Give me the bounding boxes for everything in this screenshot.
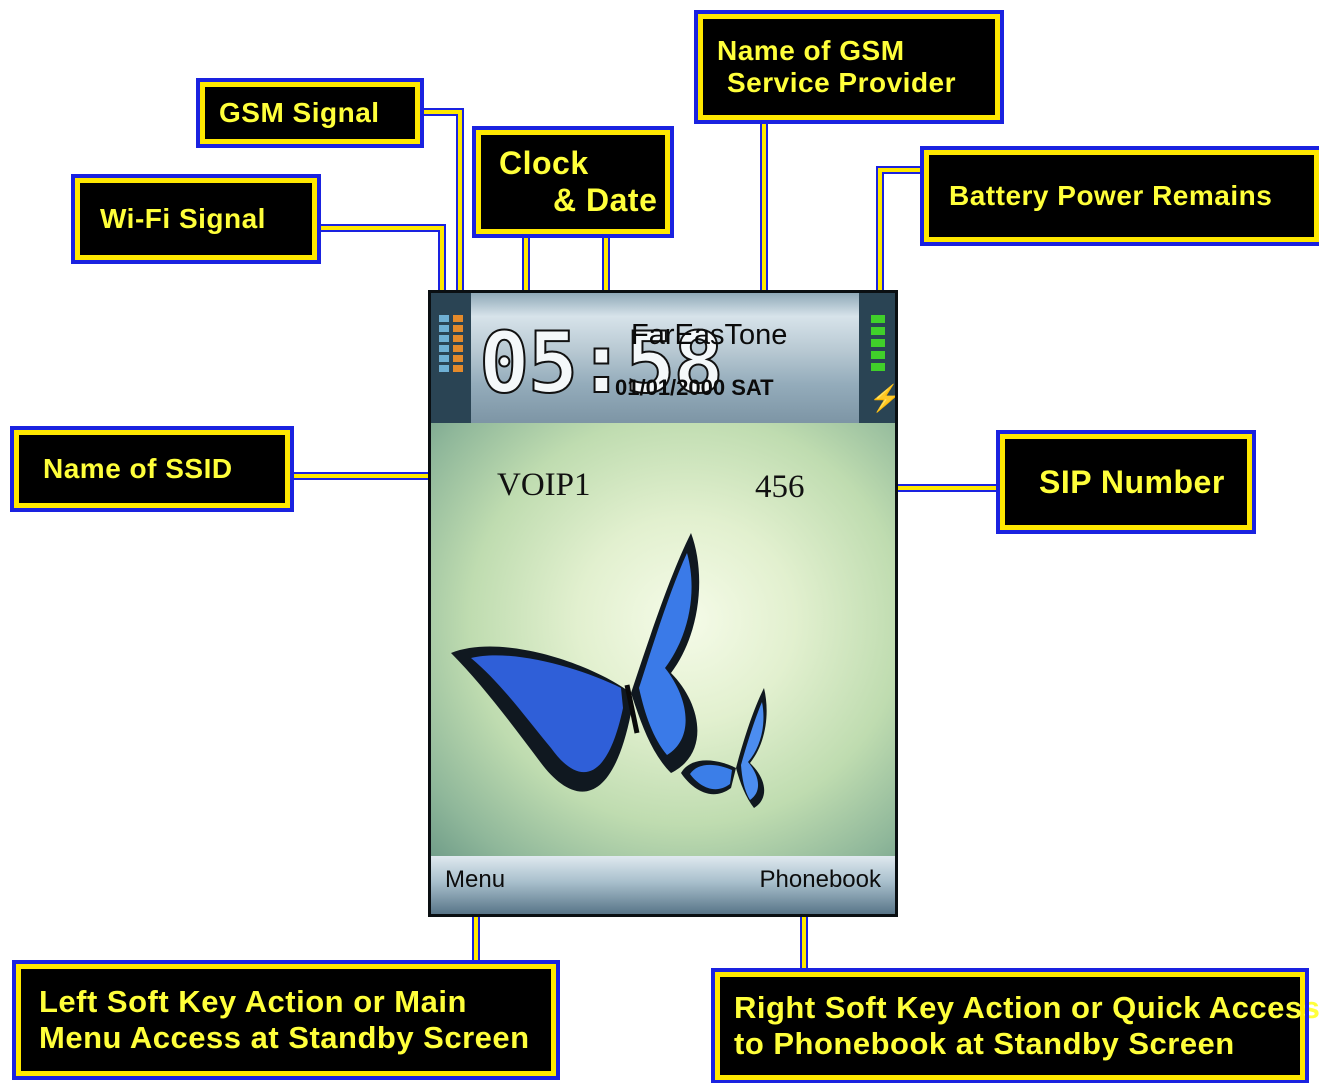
callout-text: Battery Power Remains xyxy=(949,179,1273,211)
leader-battery xyxy=(876,166,928,304)
softkey-bar: Menu Phonebook xyxy=(431,856,895,914)
callout-text: & Date xyxy=(553,182,658,218)
callout-text: Clock xyxy=(499,145,589,182)
callout-text: Left Soft Key Action or Main xyxy=(39,984,467,1020)
callout-left-softkey: Left Soft Key Action or Main Menu Access… xyxy=(12,960,560,1080)
callout-ssid: Name of SSID xyxy=(10,426,294,512)
callout-battery: Battery Power Remains xyxy=(920,146,1319,246)
signal-strip xyxy=(431,293,471,423)
callout-text: GSM Signal xyxy=(219,96,380,128)
callout-gsm-provider: Name of GSM Service Provider xyxy=(694,10,1004,124)
phonebook-softkey[interactable]: Phonebook xyxy=(759,866,881,893)
menu-softkey[interactable]: Menu xyxy=(445,866,506,893)
wifi-signal-icon xyxy=(439,315,449,375)
callout-wifi-signal: Wi-Fi Signal xyxy=(71,174,321,264)
charging-bolt-icon: ⚡ xyxy=(869,383,895,414)
callout-right-softkey: Right Soft Key Action or Quick Access to… xyxy=(711,968,1319,1083)
gsm-signal-icon xyxy=(453,315,463,375)
callout-sip-number: SIP Number xyxy=(996,430,1256,534)
callout-text: Menu Access at Standby Screen xyxy=(39,1020,530,1055)
wallpaper xyxy=(431,423,895,861)
gsm-provider-name: FarEasTone xyxy=(631,319,788,351)
leader-wifi-signal xyxy=(313,224,446,304)
clock-display: 05:58 xyxy=(478,314,725,412)
callout-text: Name of GSM xyxy=(717,34,905,66)
callout-gsm-signal: GSM Signal xyxy=(196,78,424,148)
callout-text: SIP Number xyxy=(1039,463,1225,500)
battery-icon xyxy=(871,315,885,375)
date-display: 01/01/2000 SAT xyxy=(615,375,774,400)
ssid-label: VOIP1 xyxy=(497,467,591,503)
callout-text: Name of SSID xyxy=(43,452,233,484)
leader-gsm-signal xyxy=(416,108,464,320)
battery-strip: ⚡ xyxy=(859,293,895,423)
butterfly-icon xyxy=(451,533,767,808)
callout-text: Service Provider xyxy=(727,67,957,98)
callout-clock-date: Clock & Date xyxy=(472,126,674,238)
callout-text: Wi-Fi Signal xyxy=(100,202,266,234)
sip-number: 456 xyxy=(755,469,805,505)
callout-text: Right Soft Key Action or Quick Access xyxy=(734,990,1319,1026)
status-bar: 05:58 FarEasTone 01/01/2000 SAT ⚡ xyxy=(431,293,895,423)
callout-text: to Phonebook at Standby Screen xyxy=(734,1026,1235,1061)
phone-screen: 05:58 FarEasTone 01/01/2000 SAT ⚡ VOIP1 … xyxy=(428,290,898,917)
